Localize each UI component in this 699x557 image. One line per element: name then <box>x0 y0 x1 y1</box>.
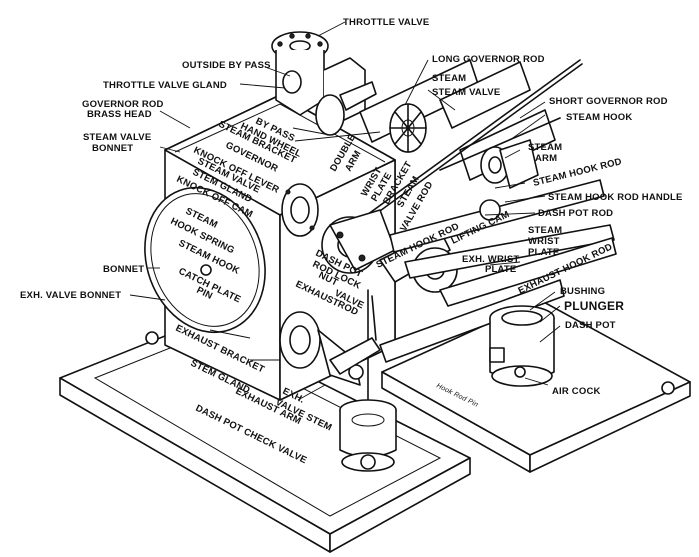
steam-chest-top <box>281 183 319 237</box>
left-dash-pot <box>339 289 397 472</box>
label-steam-valve-top: STEAM VALVE <box>432 87 500 98</box>
bonnet-disc <box>144 186 266 334</box>
right-dash-pot <box>489 305 555 387</box>
label-bonnet: BONNET <box>103 264 144 275</box>
label-air-cock: AIR COCK <box>552 386 601 397</box>
label-long-governor-rod: LONG GOVERNOR ROD <box>432 54 545 65</box>
label-exh-wrist: EXH. WRIST <box>462 254 519 265</box>
label-steam-wrist-1: STEAM <box>528 225 562 236</box>
label-steam-wrist-2: WRIST <box>528 236 560 247</box>
label-steam-hook-right: STEAM HOOK <box>566 112 632 123</box>
label-plunger: PLUNGER <box>564 299 624 313</box>
label-steam-valve-bonnet-2: BONNET <box>92 143 133 154</box>
label-governor-rod: GOVERNOR ROD <box>82 99 164 110</box>
label-steam-1: STEAM <box>432 73 466 84</box>
label-steam-arm-1: STEAM <box>528 142 562 153</box>
label-steam-wrist-3: PLATE <box>528 247 559 258</box>
governor-rods <box>359 59 583 225</box>
label-throttle-valve: THROTTLE VALVE <box>343 17 429 28</box>
label-steam-hook-rod-handle: STEAM HOOK ROD HANDLE <box>548 192 683 203</box>
left-base-plate <box>59 321 471 553</box>
label-steam-valve-bonnet-1: STEAM VALVE <box>83 132 151 143</box>
steam-valve-assembly <box>359 59 531 153</box>
label-outside-by-pass: OUTSIDE BY PASS <box>182 60 271 71</box>
exhaust-arm <box>329 295 381 375</box>
hook-rods <box>379 179 617 363</box>
label-dash-pot: DASH POT <box>565 320 616 331</box>
label-dash-pot-rod: DASH POT ROD <box>538 208 613 219</box>
label-steam-arm-2: ARM <box>535 153 557 164</box>
label-exh-valve-bonnet: EXH. VALVE BONNET <box>20 290 121 301</box>
steam-arm-assembly <box>459 109 556 189</box>
label-brass-head: BRASS HEAD <box>87 109 152 120</box>
leader-lines <box>129 21 561 401</box>
label-short-governor-rod: SHORT GOVERNOR ROD <box>549 96 668 107</box>
label-throttle-valve-gland: THROTTLE VALVE GLAND <box>103 80 227 91</box>
label-bushing: BUSHING <box>560 286 605 297</box>
label-exh-plate: PLATE <box>485 264 516 275</box>
throttle-valve <box>271 31 377 136</box>
